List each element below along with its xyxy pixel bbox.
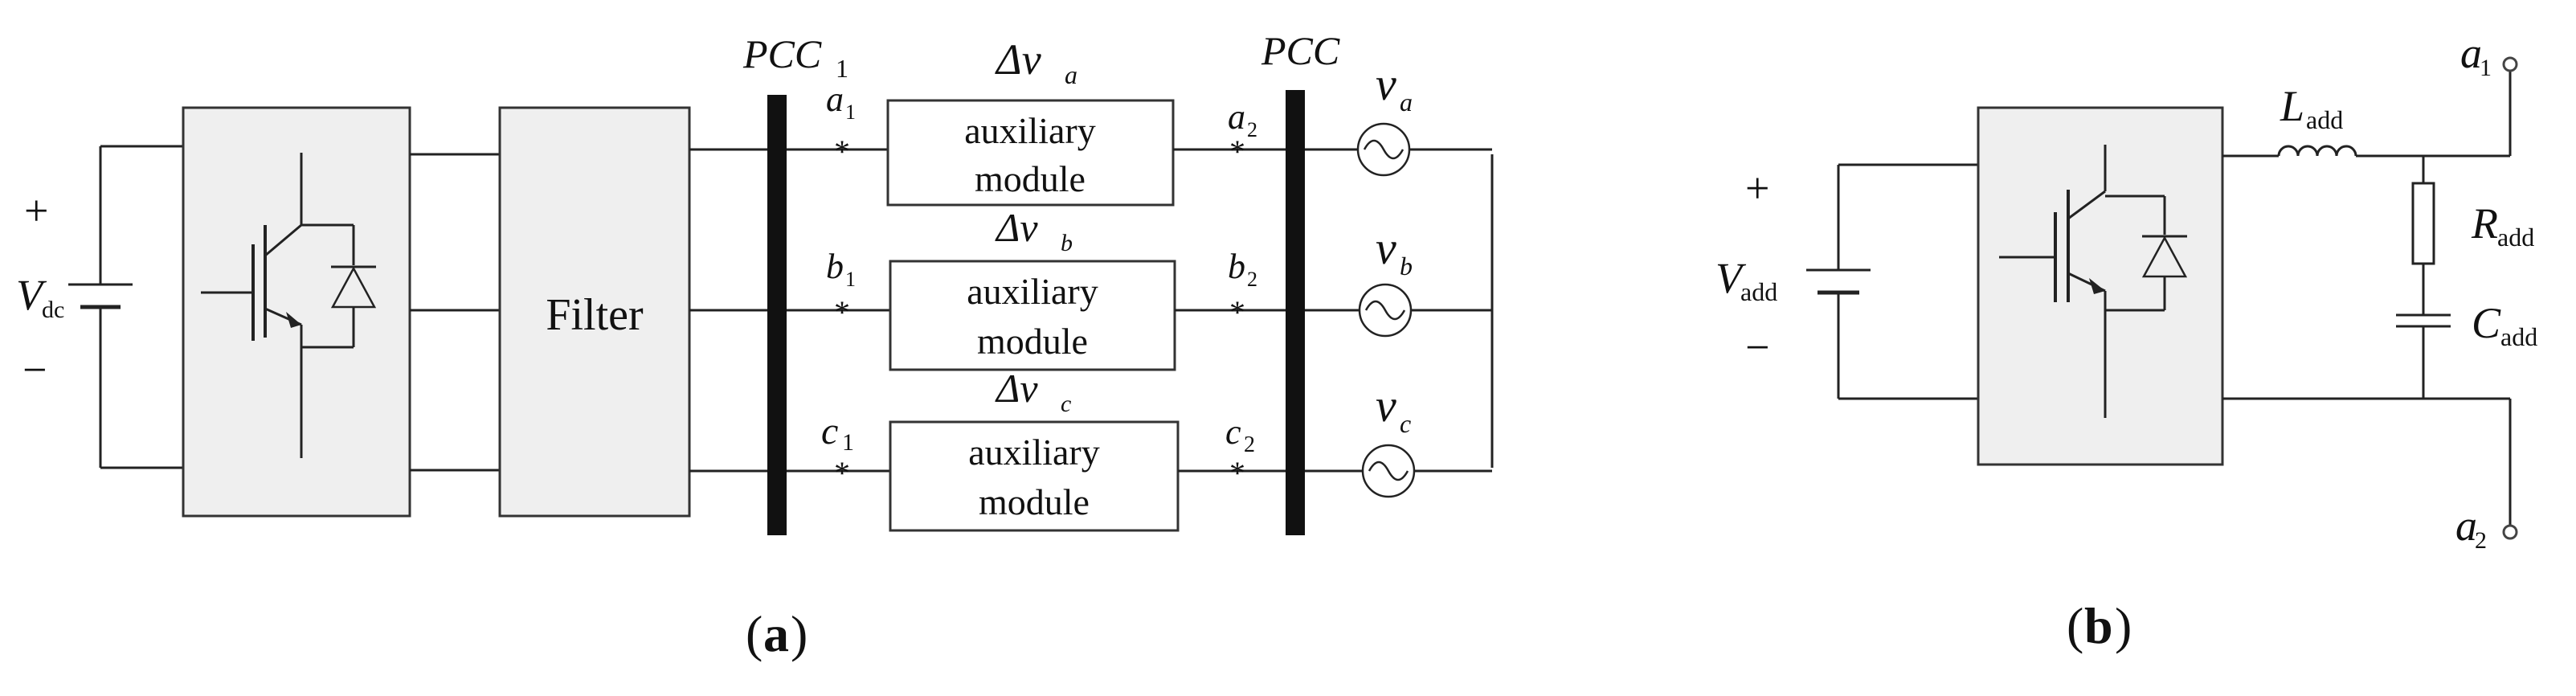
sine-wave-icon (1364, 300, 1406, 321)
terminal-a1 (2502, 56, 2518, 72)
vc-sub: c (1400, 409, 1411, 438)
cadd-subscript: add (2500, 322, 2537, 351)
node-b2-label: b (1228, 247, 1245, 286)
node-star-a2: * (1229, 133, 1245, 170)
va-label: v (1376, 58, 1396, 110)
ladd-subscript: add (2306, 105, 2343, 134)
node-a1-sub: 1 (845, 100, 856, 124)
radd-subscript: add (2497, 223, 2534, 252)
delta-vc-label: Δv (995, 366, 1038, 411)
phase-c-row: * auxiliary module * (787, 420, 1492, 532)
node-c1-label: c (821, 410, 838, 452)
dc-source-a (68, 145, 183, 469)
delta-vc-sub: c (1061, 391, 1071, 417)
vb-sub: b (1400, 252, 1413, 280)
module-b-line2: module (977, 321, 1088, 362)
delta-va-sub: a (1065, 60, 1077, 89)
delta-vb-sub: b (1061, 230, 1073, 256)
dc-plus-sign: + (24, 186, 48, 235)
inverter-box (182, 106, 411, 518)
filter-label: Filter (546, 290, 644, 340)
sine-wave-icon (1368, 461, 1409, 481)
caption-b-letter: b (2084, 597, 2113, 654)
cadd-label: C (2472, 299, 2501, 347)
auxiliary-module-c (889, 420, 1180, 532)
phase-b-row: * auxiliary module * (787, 260, 1492, 371)
igbt-b-icon (1999, 145, 2188, 418)
node-b2-sub: 2 (1247, 268, 1257, 291)
auxiliary-module-a (886, 99, 1175, 207)
pcc1-bus (767, 95, 787, 535)
igbt-icon (201, 153, 377, 458)
dc-minus-sign: − (22, 346, 47, 394)
node-star-a1: * (834, 133, 850, 170)
node-star-c1: * (834, 455, 850, 491)
node-c2-sub: 2 (1244, 432, 1255, 457)
module-a-line2: module (975, 158, 1086, 199)
sine-wave-icon (1363, 139, 1405, 160)
filter-box (498, 106, 691, 518)
vadd-minus-sign: − (1745, 323, 1769, 371)
node-b1-label: b (826, 247, 844, 286)
resistor-icon (2411, 182, 2435, 265)
node-a1-label: a (826, 80, 844, 119)
node-star-b2: * (1229, 294, 1245, 330)
module-b-line1: auxiliary (967, 271, 1098, 312)
node-a2-label: a (1228, 97, 1245, 137)
module-c-line2: module (979, 481, 1090, 522)
caption-b-open: ( (2067, 597, 2083, 654)
vc-label: v (1376, 379, 1396, 432)
vadd-subscript: add (1740, 277, 1777, 306)
node-star-b1: * (834, 294, 850, 330)
phase-a-row: * auxiliary module * (787, 99, 1492, 207)
pcc-bus (1286, 90, 1305, 535)
delta-vb-label: Δv (995, 205, 1038, 250)
radd-label: R (2471, 199, 2498, 248)
node-star-c2: * (1229, 455, 1245, 491)
panel-a: + − V dc Filter (16, 28, 1494, 662)
vb-label: v (1376, 222, 1396, 274)
a2-subscript: 2 (2475, 527, 2487, 554)
vdc-subscript: dc (42, 297, 64, 323)
vadd-label: V (1715, 254, 1747, 302)
caption-a-letter: a (763, 605, 789, 662)
vdc-label: V (16, 271, 47, 319)
node-c2-label: c (1225, 412, 1241, 452)
pcc1-label: PCC (742, 31, 822, 76)
delta-va-label: Δv (995, 35, 1041, 84)
module-a-line1: auxiliary (964, 110, 1096, 151)
pcc-label: PCC (1261, 28, 1340, 73)
a2-label: a (2455, 502, 2477, 550)
node-b1-sub: 1 (845, 268, 856, 291)
auxiliary-module-b (889, 260, 1176, 371)
switch-box (1977, 106, 2224, 466)
ladd-label: L (2280, 82, 2304, 130)
a1-subscript: 1 (2480, 55, 2492, 81)
panel-b: + − V add (1715, 29, 2537, 654)
caption-b-close: ) (2115, 597, 2132, 654)
pcc1-subscript: 1 (836, 54, 848, 83)
caption-a-close: ) (791, 605, 808, 662)
node-c1-sub: 1 (842, 429, 854, 456)
node-a2-sub: 2 (1247, 118, 1257, 141)
a1-label: a (2460, 29, 2482, 77)
va-sub: a (1400, 88, 1413, 117)
module-c-line1: auxiliary (968, 432, 1100, 473)
vadd-plus-sign: + (1745, 164, 1769, 212)
terminal-a2 (2502, 524, 2518, 540)
caption-a-open: ( (746, 605, 763, 662)
inductor-icon (2277, 145, 2357, 157)
dc-source-b (1806, 163, 1978, 400)
